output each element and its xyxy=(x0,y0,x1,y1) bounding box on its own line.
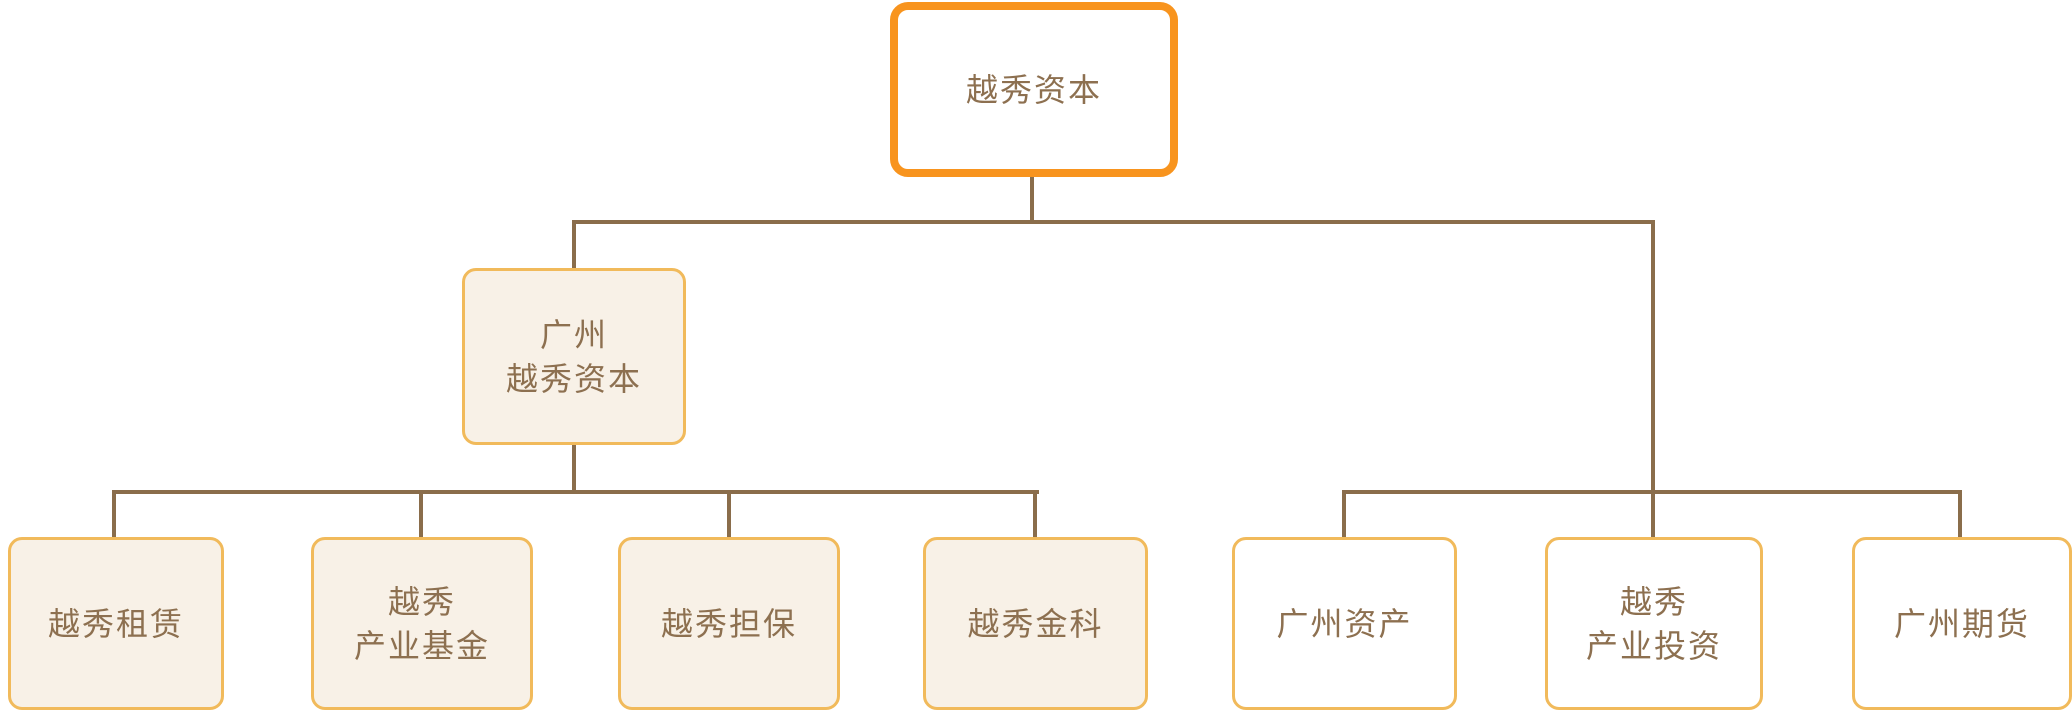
node-label: 广州期货 xyxy=(1893,605,2030,642)
node-yuexiu-guarantee[interactable]: 越秀担保 xyxy=(618,537,840,710)
node-label: 广州 越秀资本 xyxy=(505,316,642,397)
node-yuexiu-industrial-fund[interactable]: 越秀 产业基金 xyxy=(311,537,533,710)
node-guangzhou-yuexiu-capital[interactable]: 广州 越秀资本 xyxy=(462,268,686,445)
connector-to-guangzhou-futures xyxy=(1958,492,1962,537)
node-label: 越秀租赁 xyxy=(47,605,184,642)
connector-level2-stub xyxy=(572,445,576,494)
connector-to-level2 xyxy=(572,222,576,268)
connector-left-horizontal xyxy=(112,490,1039,494)
node-label: 越秀 产业投资 xyxy=(1585,583,1722,664)
node-yuexiu-industrial-investment[interactable]: 越秀 产业投资 xyxy=(1545,537,1763,710)
node-guangzhou-assets[interactable]: 广州资产 xyxy=(1232,537,1457,710)
connector-to-yuexiu-leasing xyxy=(112,492,116,537)
connector-to-yuexiu-fintech xyxy=(1033,492,1037,537)
connector-to-industrial-fund xyxy=(419,492,423,537)
connector-top-horizontal xyxy=(572,220,1655,224)
connector-root-stub xyxy=(1030,175,1034,224)
node-label: 广州资产 xyxy=(1276,605,1413,642)
node-label: 越秀 产业基金 xyxy=(353,583,490,664)
node-yuexiu-fintech[interactable]: 越秀金科 xyxy=(923,537,1148,710)
connector-right-horizontal xyxy=(1342,490,1962,494)
node-yuexiu-capital-root[interactable]: 越秀资本 xyxy=(890,2,1178,177)
connector-right-branch xyxy=(1651,222,1655,537)
node-yuexiu-leasing[interactable]: 越秀租赁 xyxy=(8,537,224,710)
connector-to-guangzhou-assets xyxy=(1342,492,1346,537)
connector-to-yuexiu-guarantee xyxy=(727,492,731,537)
node-guangzhou-futures[interactable]: 广州期货 xyxy=(1852,537,2072,710)
node-label: 越秀资本 xyxy=(965,71,1102,108)
node-label: 越秀金科 xyxy=(967,605,1104,642)
node-label: 越秀担保 xyxy=(660,605,797,642)
